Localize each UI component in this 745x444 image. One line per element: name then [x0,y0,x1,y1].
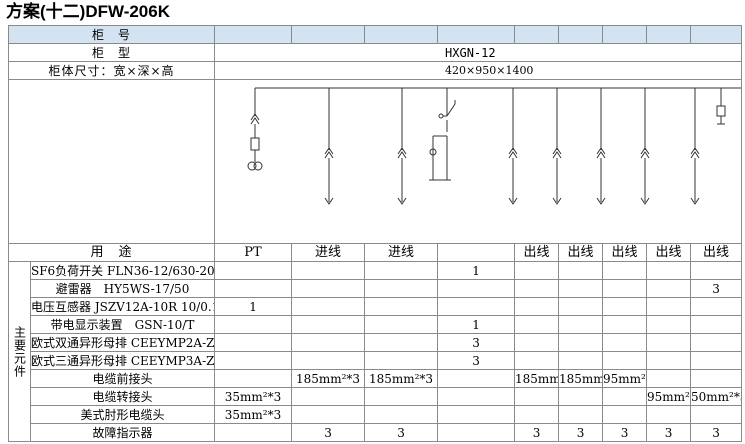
column-use [437,243,516,262]
component-row: 避雷器 HY5WS-17/50 3 [9,279,743,298]
use-label: 用 途 [7,243,216,262]
cabinet-size-label: 柜体尺寸：宽×深×高 [7,61,216,80]
component-name: 电缆前接头 [29,369,216,388]
column-use: 出线 [602,243,648,262]
column-use: 进线 [364,243,439,262]
outgoing-feeder-2 [552,88,562,205]
component-row: 电缆转接头 35mm²*3 95mm²*3 50mm²*3 [9,387,743,406]
component-row: 带电显示装置 GSN-10/T 1 [9,315,743,334]
cabinet-size-row: 柜体尺寸：宽×深×高 420×950×1400 [7,61,743,80]
column-use: 进线 [291,243,366,262]
component-name: 美式肘形电缆头 [29,405,216,424]
component-name: 电压互感器 JSZV12A-10R 10/0.1/0.22 [29,297,216,316]
outgoing-feeder-3 [596,88,606,205]
cabinet-type-row: 柜 型 HXGN-12 [7,43,743,62]
component-name: 避雷器 HY5WS-17/50 [29,279,216,298]
component-name: 欧式双通异形母排 CEEYMP2A-Z-10/630 [29,333,216,352]
component-name: 故障指示器 [29,423,216,442]
outgoing-feeder-4 [640,88,650,205]
cabinet-no-row: 柜 号 [7,25,743,44]
page-title: 方案(十二)DFW-206K [6,2,170,21]
component-name: 带电显示装置 GSN-10/T [29,315,216,334]
load-switch-unit [429,88,456,181]
column-use: 出线 [690,243,743,262]
diagram-row [7,79,743,244]
component-name: 电缆转接头 [29,387,216,406]
incoming-feeder-2 [397,88,407,205]
cabinet-type-value: HXGN-12 [214,43,743,62]
column-use: 出线 [646,243,692,262]
incoming-feeder-1 [324,88,334,205]
single-line-diagram [247,87,741,205]
outgoing-feeder-5-arrester [690,88,726,205]
cabinet-type-label: 柜 型 [7,43,216,62]
scheme-table: 柜 号 柜 型 HXGN-12 柜体尺寸：宽×深×高 420×950×1400 [7,25,743,442]
use-row: 用 途 PT 进线 进线 出线 出线 出线 出线 出线 [7,243,743,262]
column-use: 出线 [558,243,604,262]
cabinet-no-label: 柜 号 [7,25,216,44]
cabinet-size-value: 420×950×1400 [214,61,743,80]
outgoing-feeder-1 [508,88,518,205]
component-row: 主要元件 SF6负荷开关 FLN36-12/630-20 1 [8,261,743,442]
component-row: 电缆前接头 185mm²*3 185mm²*3 185mm²*3185mm²*3… [9,369,743,388]
column-use: 出线 [514,243,560,262]
component-row: 电压互感器 JSZV12A-10R 10/0.1/0.22 1 [9,297,743,316]
pt-unit [247,88,263,171]
component-row: 欧式双通异形母排 CEEYMP2A-Z-10/630 3 [9,333,743,352]
main-components-label: 主要元件 [8,261,31,442]
component-name: SF6负荷开关 FLN36-12/630-20 [29,261,216,280]
component-row: 欧式三通异形母排 CEEYMP3A-Z-10/630 3 [9,351,743,370]
component-row: 美式肘形电缆头 35mm²*3 [9,405,743,424]
column-use: PT [214,243,293,262]
component-name: 欧式三通异形母排 CEEYMP3A-Z-10/630 [29,351,216,370]
